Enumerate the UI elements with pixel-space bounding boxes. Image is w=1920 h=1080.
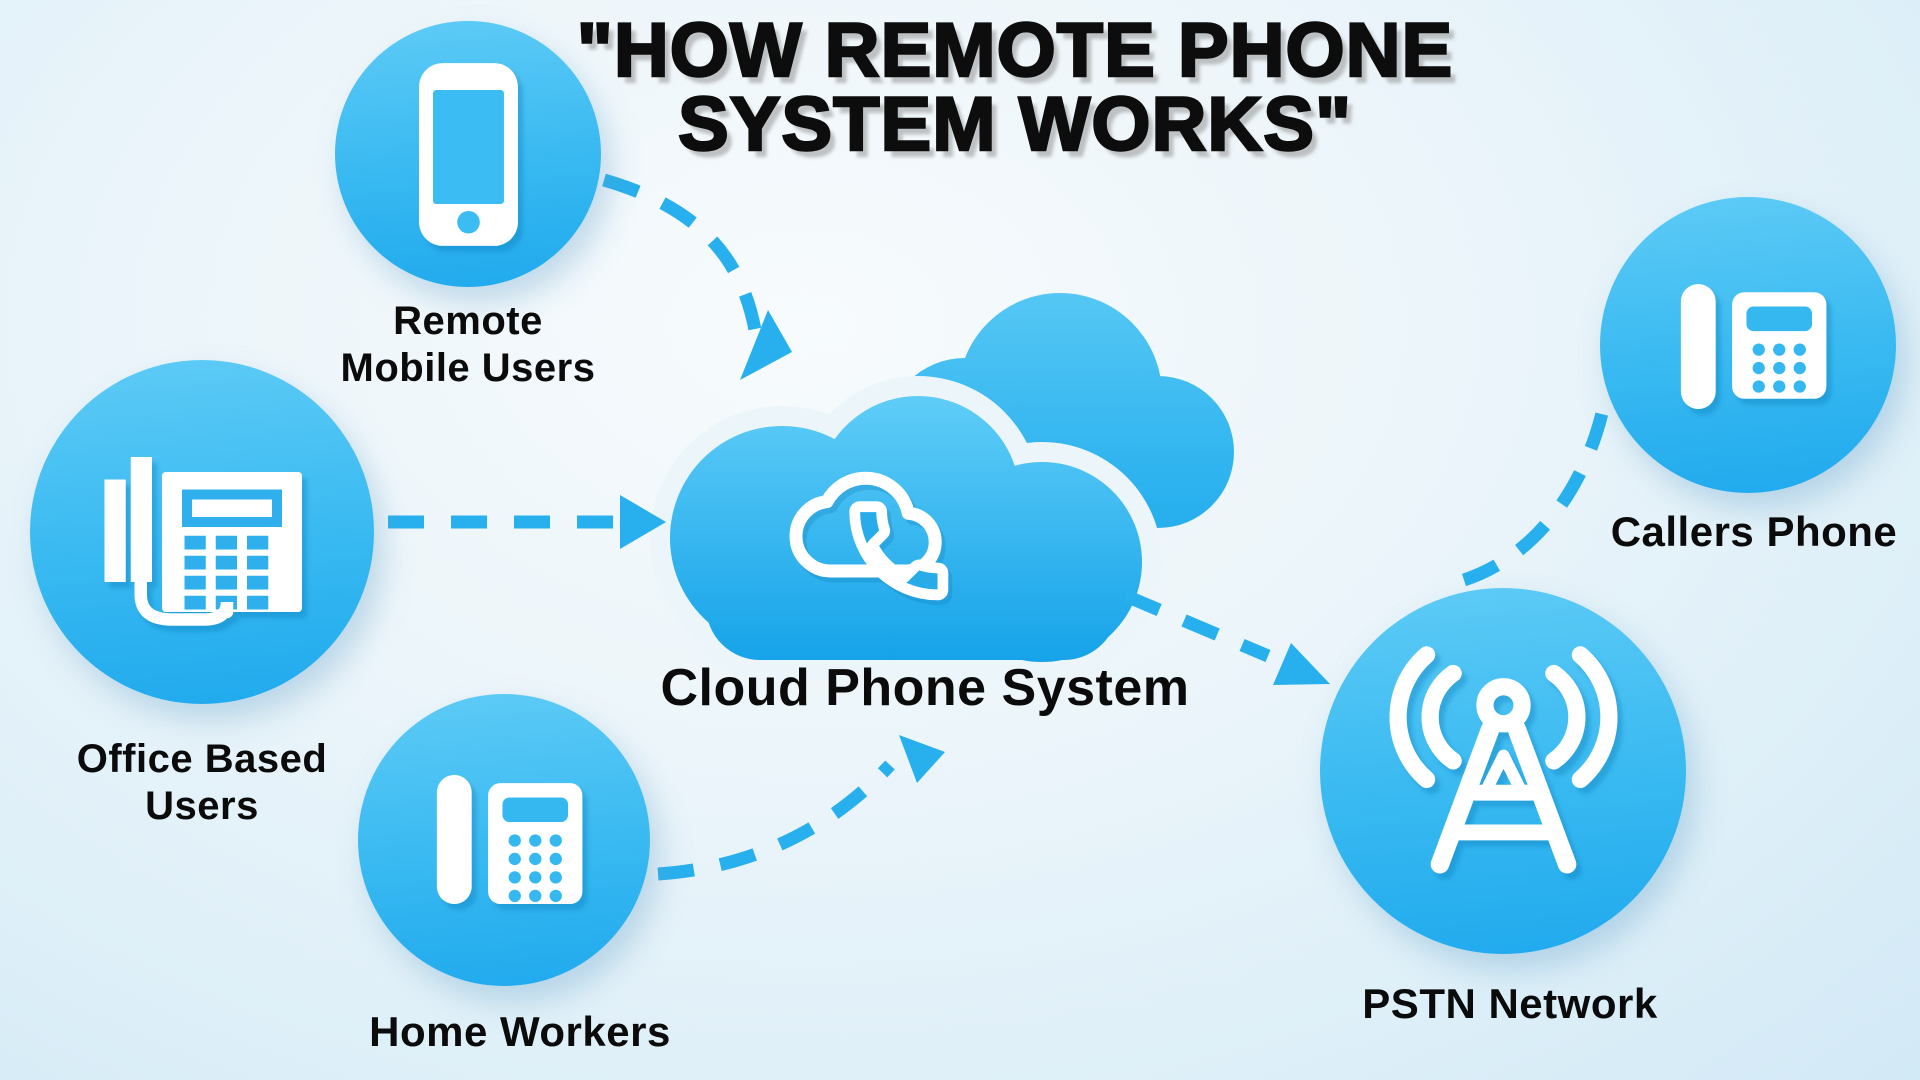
arrowhead-home (899, 735, 945, 783)
connector-arrows (388, 173, 1613, 881)
node-pstn-network (1320, 588, 1686, 954)
page-title: "HOW REMOTE PHONE SYSTEM WORKS" (0, 8, 1920, 167)
arrow-cloud-to-pstn (1123, 590, 1271, 662)
label-callers-phone: Callers Phone (1610, 508, 1898, 555)
arrowhead-office (620, 495, 666, 549)
title-line-1: "HOW REMOTE PHONE (576, 8, 1454, 93)
node-home-workers (358, 694, 650, 986)
label-cloud-phone-system: Cloud Phone System (660, 659, 1190, 717)
arrowheads (620, 310, 1330, 783)
node-callers-phone (1600, 197, 1896, 493)
node-remote-mobile-users (335, 21, 601, 287)
desk-phone-icon (436, 774, 582, 904)
office-phone-icon (104, 457, 302, 626)
label-remote-mobile-users: Remote Mobile Users (340, 299, 596, 390)
antenna-tower-icon (1389, 645, 1617, 874)
label-office-based-users: Office Based Users (76, 737, 328, 828)
desk-phone-icon (1680, 283, 1826, 409)
label-pstn-network: PSTN Network (1362, 980, 1658, 1027)
smartphone-icon (418, 62, 518, 246)
cloud-phone-icon (789, 471, 949, 601)
node-office-based-users (30, 360, 374, 704)
title-line-2: SYSTEM WORKS" (677, 82, 1352, 167)
arrowhead-pstn (1273, 643, 1330, 685)
arrow-home-to-cloud (657, 760, 895, 881)
arrowhead-remote (740, 310, 792, 380)
label-home-workers: Home Workers (369, 1008, 671, 1055)
arrow-remote-to-cloud (602, 173, 762, 332)
line-pstn-to-callers (1461, 393, 1613, 587)
